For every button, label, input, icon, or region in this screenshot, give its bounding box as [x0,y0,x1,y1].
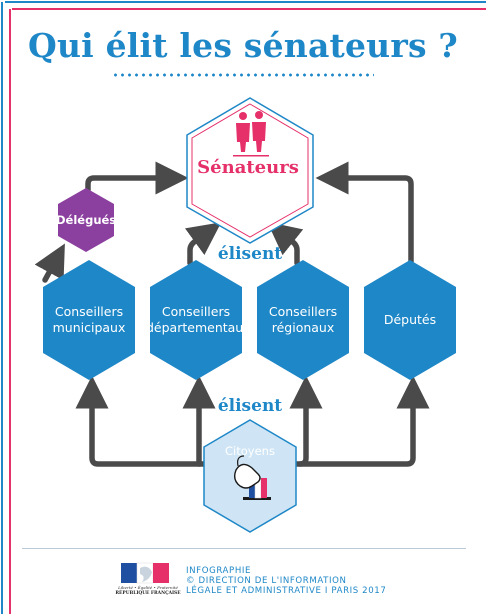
delegues-node [58,188,114,252]
footer-divider [22,548,466,549]
conseillers-municipaux-node [43,260,135,380]
senateurs-node [186,97,314,244]
credit-line-2: © DIRECTION DE L'INFORMATION [186,576,347,586]
logo-motto: Liberté • Égalité • Fraternité [118,585,178,590]
conseillers-departementaux-node [150,260,242,380]
senators-figures-icon [233,111,269,157]
conseillers-regionaux-node [257,260,349,380]
arrow-departementaux-to-senateurs [184,222,222,266]
arrows [34,161,430,467]
elisent-upper-label: élisent [217,244,283,264]
credit-line-1: INFOGRAPHIE [186,566,252,576]
arrow-delegues-to-senateurs [85,161,189,195]
credit-line-3: LÉGALE ET ADMINISTRATIVE I PARIS 2017 [186,586,387,596]
arrow-regionaux-to-senateurs [267,221,304,266]
arrow-municipaux-to-delegues [34,243,65,283]
elisent-lower-label: élisent [217,396,283,416]
arrow-deputes-to-senateurs [315,161,414,290]
senateurs-label: Sénateurs [197,157,299,178]
logo-republique-francaise: RÉPUBLIQUE FRANÇAISE [115,591,181,596]
title-underline-dots [112,73,374,77]
ballot-hand-icon [233,455,271,500]
deputes-node [364,260,456,380]
arrow-citoyens-to-municipaux [75,375,223,467]
marianne-logo [121,562,169,584]
arrow-citoyens-to-deputes [297,375,430,467]
page-title: Qui élit les sénateurs ? [28,26,458,65]
